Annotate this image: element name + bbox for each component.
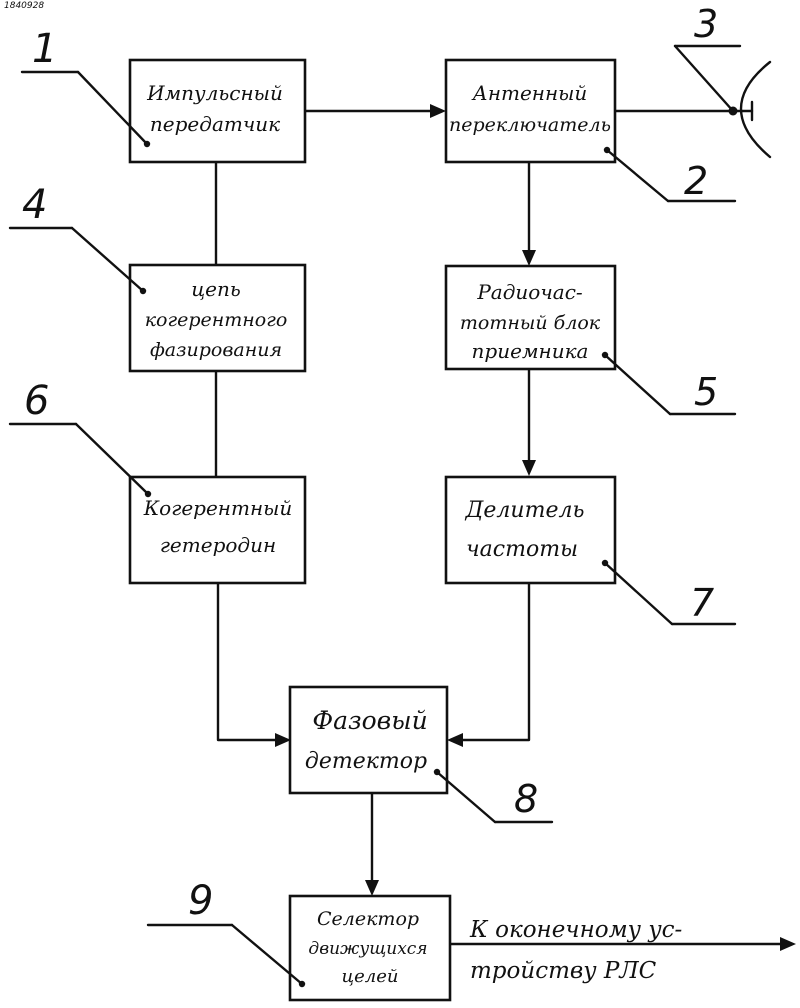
output-text-line-1: К оконечному ус-	[469, 917, 682, 943]
arrowhead-to-rf-block	[522, 250, 536, 266]
block-coherent-phasing-circuit: цепь когерентного фазирования	[130, 265, 305, 371]
block-2-line-1: Антенный	[471, 81, 588, 105]
label-8: 8	[514, 777, 538, 821]
block-5-line-2: тотный блок	[460, 312, 601, 334]
block-4-line-2: когерентного	[145, 309, 288, 331]
block-4-line-1: цепь	[191, 277, 241, 301]
block-9-line-2: движущихся	[308, 939, 427, 959]
label-4: 4	[22, 182, 47, 228]
block-2-line-2: переключатель	[449, 114, 611, 136]
arrowhead-oscillator-to-phase-detector	[275, 733, 291, 747]
label-6-leader	[76, 424, 148, 494]
label-5: 5	[694, 370, 718, 414]
arrowhead-divider-to-phase-detector	[447, 733, 463, 747]
label-2: 2	[684, 159, 708, 203]
block-coherent-oscillator: Когерентный гетеродин	[130, 477, 305, 583]
arrowhead-to-switch	[430, 104, 446, 118]
label-4-leader	[72, 228, 143, 291]
label-8-leader	[437, 772, 495, 822]
label-7: 7	[690, 581, 714, 625]
label-5-leader	[605, 355, 670, 414]
block-4-line-3: фазирования	[150, 339, 282, 361]
block-8-line-2: детектор	[305, 749, 427, 774]
label-7-leader	[605, 563, 672, 624]
block-5-line-3: приемника	[472, 339, 589, 363]
block-9-line-1: Селектор	[317, 908, 419, 930]
connector-divider-to-phase-detector	[462, 583, 529, 740]
antenna-icon	[675, 46, 770, 157]
block-8-line-1: Фазовый	[312, 706, 427, 735]
block-moving-target-selector: Селектор движущихся целей	[290, 896, 450, 1000]
arrowhead-to-selector	[365, 880, 379, 896]
block-7-line-2: частоты	[466, 537, 578, 562]
block-5-line-1: Радиочас-	[476, 280, 583, 304]
label-6: 6	[24, 378, 49, 424]
label-2-leader	[607, 150, 668, 201]
arrowhead-to-divider	[522, 460, 536, 476]
block-1-line-2: передатчик	[150, 112, 280, 136]
block-7-line-1: Делитель	[465, 498, 585, 523]
block-rf-receiver: Радиочас- тотный блок приемника	[446, 266, 615, 369]
connector-oscillator-to-phase-detector	[218, 583, 276, 740]
label-9: 9	[188, 878, 213, 924]
block-6-line-1: Когерентный	[143, 496, 293, 520]
block-frequency-divider: Делитель частоты	[446, 477, 615, 583]
block-6-line-2: гетеродин	[160, 533, 276, 557]
block-pulse-transmitter: Импульсный передатчик	[130, 60, 305, 162]
arrowhead-output	[780, 937, 796, 951]
output-text-line-2: тройству РЛС	[470, 958, 657, 984]
block-antenna-switch: Антенный переключатель	[446, 60, 615, 162]
label-1: 1	[32, 26, 57, 72]
label-3: 3	[694, 2, 718, 46]
watermark-text: 1840928	[4, 1, 44, 11]
block-9-line-3: целей	[342, 966, 399, 987]
block-phase-detector: Фазовый детектор	[290, 687, 447, 793]
block-1-line-1: Импульсный	[146, 81, 283, 105]
